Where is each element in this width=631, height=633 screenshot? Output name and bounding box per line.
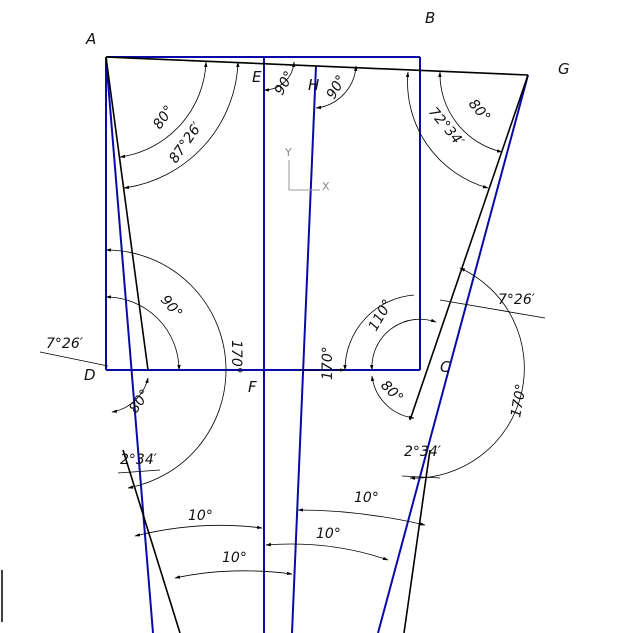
line-a-g [105,56,529,76]
point-b: B [425,9,435,27]
axis-x-label: X [322,180,330,193]
angle-r-10: 10° [354,490,379,506]
angle-c-80: 80° [377,378,406,407]
angle-f-170: 170° [228,340,244,374]
arc-r2-10 [265,542,389,561]
arc-r-10 [297,508,426,526]
arc-a-87-26 [123,61,240,189]
tick-left-2-34 [117,469,161,474]
arc-l-10 [134,524,263,537]
arc-c-170 [409,267,525,480]
tick-right-2-34 [401,475,441,479]
angle-e-90: 90° [272,68,298,98]
arc-d-80 [111,377,149,413]
angle-h-90: 90° [324,72,350,102]
point-g: G [558,60,570,78]
point-d: D [84,366,96,384]
angle-c-2-34: 2°34′ [404,444,442,460]
angle-c-170: 170° [508,383,530,419]
arc-b-72-34 [405,71,489,189]
angle-a-87-26: 87°26′ [166,119,206,166]
angle-g-80: 80° [465,96,493,125]
angle-b-72-34: 72°34′ [425,104,467,150]
angle-d-2-34: 2°34′ [120,452,158,468]
arc-h-90 [315,65,358,110]
point-a: A [85,30,96,48]
arc-l2-10 [174,570,293,579]
coordinate-axis-icon: Y X [284,146,330,193]
angle-c-7-26: 7°26′ [498,292,536,308]
angle-d-7-26: 7°26′ [46,336,84,352]
line-lower-right [403,449,431,633]
angle-a-80: 80° [150,103,177,133]
angle-fr-170: 170° [320,346,336,380]
construction-lines [105,56,529,633]
angle-d-90: 90° [157,292,185,321]
arc-c-80 [370,375,415,420]
axis-y-label: Y [284,146,292,159]
line-h-down [291,65,317,633]
point-f: F [248,378,257,396]
line-g-down [377,74,529,633]
arc-e-90 [263,61,296,92]
point-c: C [440,358,451,376]
line-7-26-left-leader [39,351,109,367]
angle-l2-10: 10° [222,550,247,566]
line-g-slant-right [409,74,529,421]
arc-f-170 [105,248,227,489]
angle-l-10: 10° [188,508,213,524]
angle-r2-10: 10° [316,526,341,542]
line-a-down [105,56,154,633]
outline-lines [39,56,546,633]
arc-c-outer [343,294,415,371]
dimension-arcs [105,61,525,579]
angle-d-80: 80° [126,387,153,417]
point-e: E [252,68,262,86]
point-labels: A B G E H D F C [84,9,570,396]
point-h: H [308,76,319,94]
arc-g-80 [438,71,503,153]
